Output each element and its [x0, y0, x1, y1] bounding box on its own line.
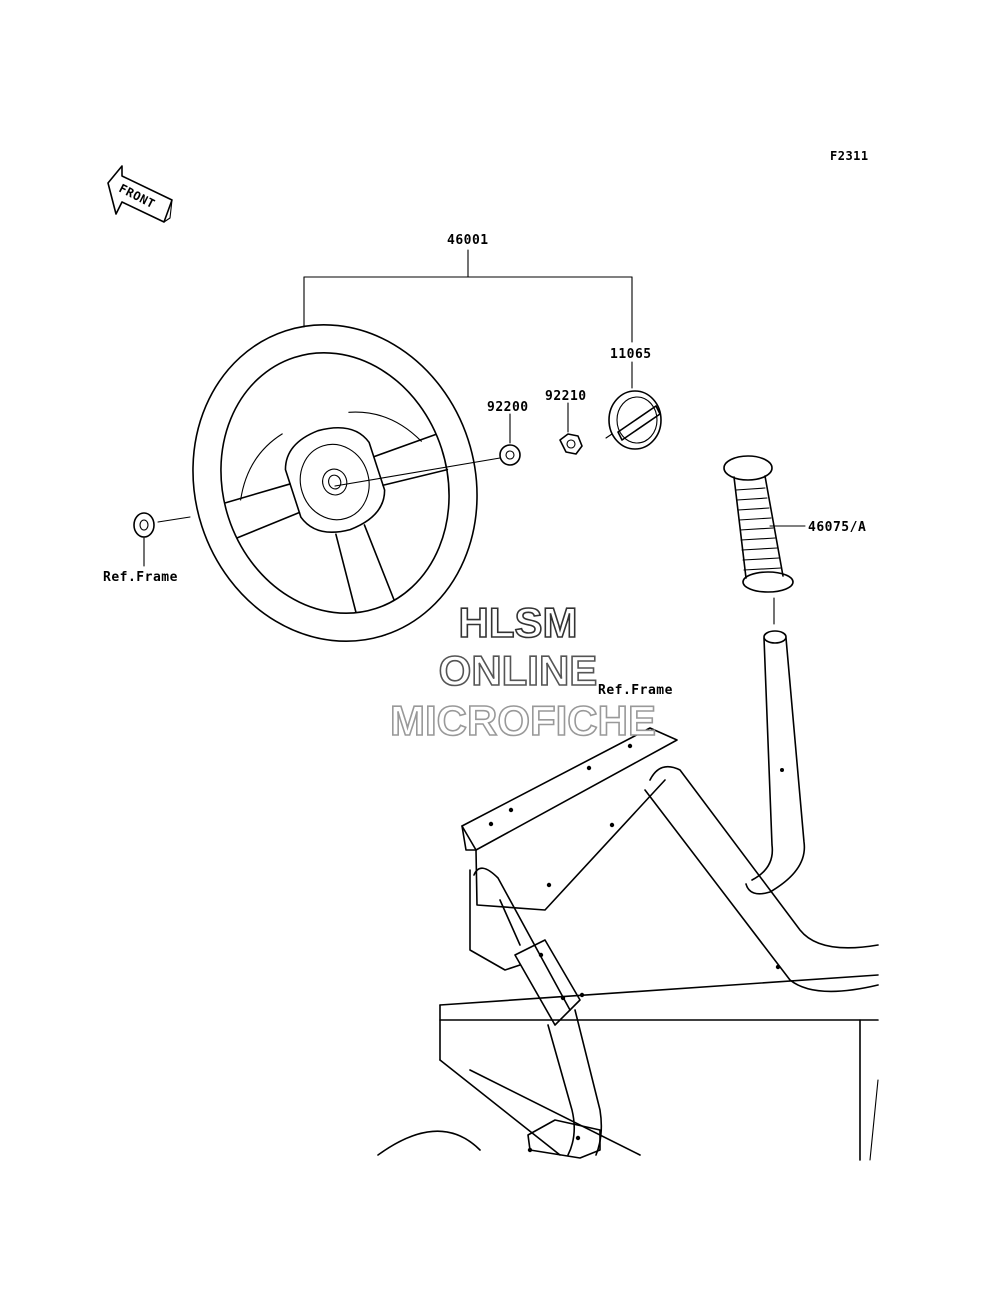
- washer-92200: [499, 444, 521, 466]
- callout-ref-frame-left: Ref.Frame: [103, 570, 178, 585]
- callout-46075A: 46075/A: [808, 520, 866, 535]
- grip-tube: [745, 630, 806, 895]
- assembly-bracket: [303, 249, 633, 343]
- watermark-line-2: ONLINE: [439, 647, 598, 694]
- callout-46001: 46001: [447, 233, 489, 248]
- watermark-line-3: MICROFICHE: [390, 697, 656, 744]
- front-arrow-icon: FRONT: [107, 165, 173, 223]
- callout-92210: 92210: [545, 389, 587, 404]
- steering-wheel: [192, 324, 478, 642]
- front-label: FRONT: [117, 181, 158, 211]
- grip-46075A: [723, 455, 794, 593]
- nut-92210: [559, 433, 583, 455]
- figure-code: F2311: [830, 149, 869, 163]
- callout-ref-frame-right: Ref.Frame: [598, 683, 673, 698]
- watermark: HLSM ONLINE MICROFICHE: [389, 598, 657, 745]
- callout-11065: 11065: [610, 347, 652, 362]
- watermark-line-1: HLSM: [459, 599, 578, 646]
- vehicle-frame: [377, 727, 879, 1161]
- callout-92200: 92200: [487, 400, 529, 415]
- ref-frame-washer-left: [133, 512, 155, 538]
- emblem-11065: [605, 390, 662, 450]
